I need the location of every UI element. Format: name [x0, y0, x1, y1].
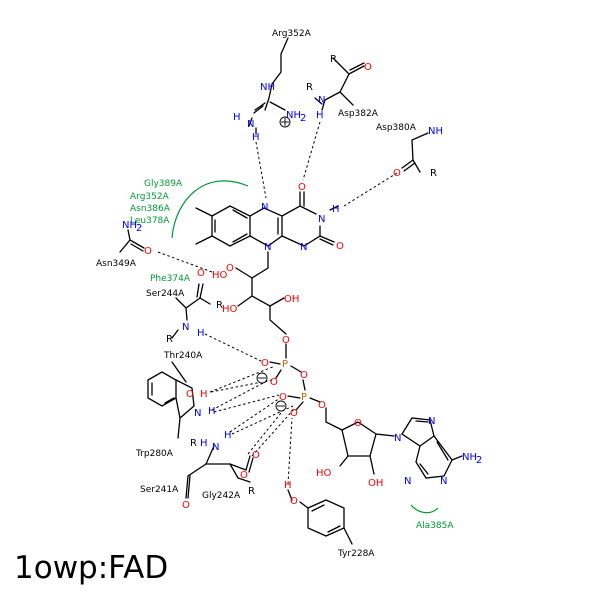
- atom-o: O: [298, 182, 306, 193]
- atom-n: N: [261, 202, 268, 213]
- atom-h: H: [197, 328, 205, 339]
- residue-label-gly389a: Gly389A: [144, 179, 183, 189]
- atom-n: N: [428, 416, 435, 427]
- atom-subscript: 2: [300, 113, 306, 124]
- residue-label-trp280a: Trp280A: [135, 449, 174, 459]
- atom-p: P: [282, 359, 288, 370]
- atom-o: O: [182, 500, 190, 511]
- atom-o: O: [290, 496, 298, 507]
- atom-o: O: [270, 377, 278, 388]
- atom-h: H: [200, 389, 208, 400]
- atom-o: O: [226, 263, 234, 274]
- negative-charge-icon: [275, 400, 287, 412]
- atom-h: H: [224, 430, 232, 441]
- atom-r: R: [216, 300, 223, 311]
- atom-p: P: [301, 392, 307, 403]
- negative-charge-icon: [256, 372, 268, 384]
- atom-n: N: [194, 408, 201, 419]
- atom-n: N: [212, 442, 219, 453]
- atom-o: O: [290, 408, 298, 419]
- residue-label-ala385a: Ala385A: [416, 521, 454, 531]
- atom-o: O: [197, 268, 205, 279]
- atom-h: H: [233, 112, 241, 123]
- atom-oh: OH: [368, 478, 383, 489]
- atom-o: O: [354, 418, 362, 429]
- atom-n: N: [318, 214, 325, 225]
- atom-n: N: [264, 242, 271, 253]
- atom-r: R: [248, 486, 255, 497]
- atom-o: O: [300, 370, 308, 381]
- residue-label-asp380a: Asp380A: [376, 123, 417, 133]
- atom-h: H: [252, 132, 260, 143]
- atom-labels: NH NH 2 H N H R O R N H NH O R N O N H O…: [122, 54, 482, 511]
- atom-o: O: [282, 335, 290, 346]
- atom-nh2: NH: [286, 110, 301, 121]
- charges: [256, 116, 291, 412]
- hydrophobic-arcs: [171, 180, 439, 514]
- atom-nh2: NH: [122, 220, 137, 231]
- residue-label-tyr228a: Tyr228A: [337, 549, 375, 559]
- atom-subscript: 2: [476, 455, 482, 466]
- residue-label-thr240a: Thr240A: [163, 351, 203, 361]
- residue-label-arg352a: Arg352A: [272, 29, 312, 39]
- atom-h: H: [208, 406, 216, 417]
- residue-label-arg352a-contact: Arg352A: [130, 192, 170, 202]
- atom-r: R: [306, 82, 313, 93]
- atom-n: N: [404, 476, 411, 487]
- atom-ho: HO: [316, 468, 332, 479]
- atom-n: N: [394, 433, 401, 444]
- atom-n: N: [318, 95, 325, 106]
- atom-oh: OH: [284, 294, 299, 305]
- residue-label-ser241a: Ser241A: [140, 485, 179, 495]
- atom-r: R: [430, 168, 437, 179]
- atom-ho: HO: [222, 304, 238, 315]
- atom-n: N: [300, 242, 307, 253]
- atom-h: H: [284, 480, 292, 491]
- residue-label-leu378a: Leu378A: [130, 216, 170, 226]
- arc-ala385a: [410, 504, 439, 514]
- atom-n: N: [440, 476, 447, 487]
- atom-o: O: [252, 450, 260, 461]
- atom-ho: HO: [212, 270, 228, 281]
- atom-h: H: [316, 110, 324, 121]
- atom-o: O: [144, 246, 152, 257]
- atom-h: H: [200, 438, 208, 449]
- residue-labels: Arg352A Asp382A Asp380A Asn349A Ser244A …: [96, 29, 454, 559]
- residue-label-ser244a: Ser244A: [146, 289, 185, 299]
- atom-o: O: [393, 168, 401, 179]
- atom-r: R: [166, 334, 173, 345]
- atom-r: R: [330, 54, 337, 65]
- atom-o: O: [186, 389, 194, 400]
- atom-o: O: [279, 392, 287, 403]
- arc-gly389a: [171, 180, 249, 239]
- atom-n: N: [247, 119, 254, 130]
- atom-o: O: [364, 62, 372, 73]
- covalent-bonds: [119, 37, 463, 545]
- atom-o: O: [240, 470, 248, 481]
- atom-n: N: [182, 322, 189, 333]
- atom-r: R: [190, 438, 197, 449]
- residue-label-gly242a: Gly242A: [202, 491, 241, 501]
- residue-label-asp382a: Asp382A: [338, 109, 379, 119]
- positive-charge-icon: [279, 116, 291, 128]
- atom-nh: NH: [428, 126, 443, 137]
- atom-h: H: [332, 204, 340, 215]
- atom-o: O: [318, 400, 326, 411]
- atom-o: O: [336, 241, 344, 252]
- atom-o: O: [261, 358, 269, 369]
- page-title: 1owp:FAD: [14, 550, 169, 586]
- atom-subscript: 2: [136, 223, 142, 234]
- residue-label-asn386a: Asn386A: [130, 204, 171, 214]
- atom-nh: NH: [260, 82, 275, 93]
- atom-nh2: NH: [462, 452, 477, 463]
- residue-label-phe374a: Phe374A: [150, 274, 191, 284]
- residue-label-asn349a: Asn349A: [96, 259, 137, 269]
